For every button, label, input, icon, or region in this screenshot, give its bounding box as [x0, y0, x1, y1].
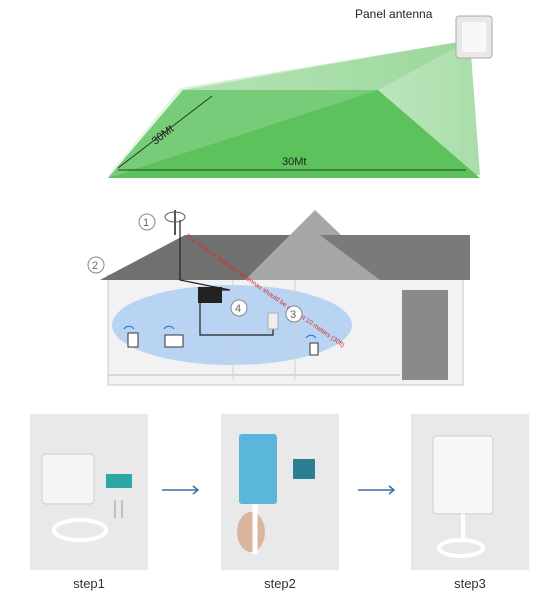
panel-antenna-icon	[455, 15, 493, 59]
marker-2: 2	[87, 256, 105, 274]
indoor-antenna-icon	[267, 312, 279, 330]
outdoor-antenna-icon	[164, 210, 186, 235]
step3-photo	[411, 414, 529, 570]
step1-photo	[30, 414, 148, 570]
svg-text:2: 2	[92, 260, 98, 272]
coverage-diagram: 30Mt 30Mt	[108, 15, 493, 178]
arrow-icon	[162, 485, 200, 495]
marker-4: 4	[230, 299, 248, 317]
svg-text:3: 3	[290, 309, 296, 321]
step2-label: step2	[264, 576, 296, 591]
wifi-icon	[123, 325, 317, 339]
house-diagram: The distance between antennas should be …	[87, 210, 470, 386]
booster-icon	[198, 287, 222, 303]
coverage-shade	[108, 40, 470, 178]
antenna-label: Panel antenna	[355, 7, 433, 21]
arrow-icon	[358, 485, 396, 495]
step1-label: step1	[73, 576, 105, 591]
svg-text:4: 4	[235, 303, 241, 315]
door	[402, 290, 448, 380]
marker-3: 3	[285, 305, 303, 323]
dim-width-label: 30Mt	[282, 156, 306, 168]
step3-label: step3	[454, 576, 486, 591]
device-icon	[127, 332, 319, 356]
roof-right	[245, 210, 388, 280]
marker-1: 1	[138, 213, 156, 231]
svg-text:1: 1	[143, 217, 149, 229]
step2-photo	[221, 414, 339, 570]
